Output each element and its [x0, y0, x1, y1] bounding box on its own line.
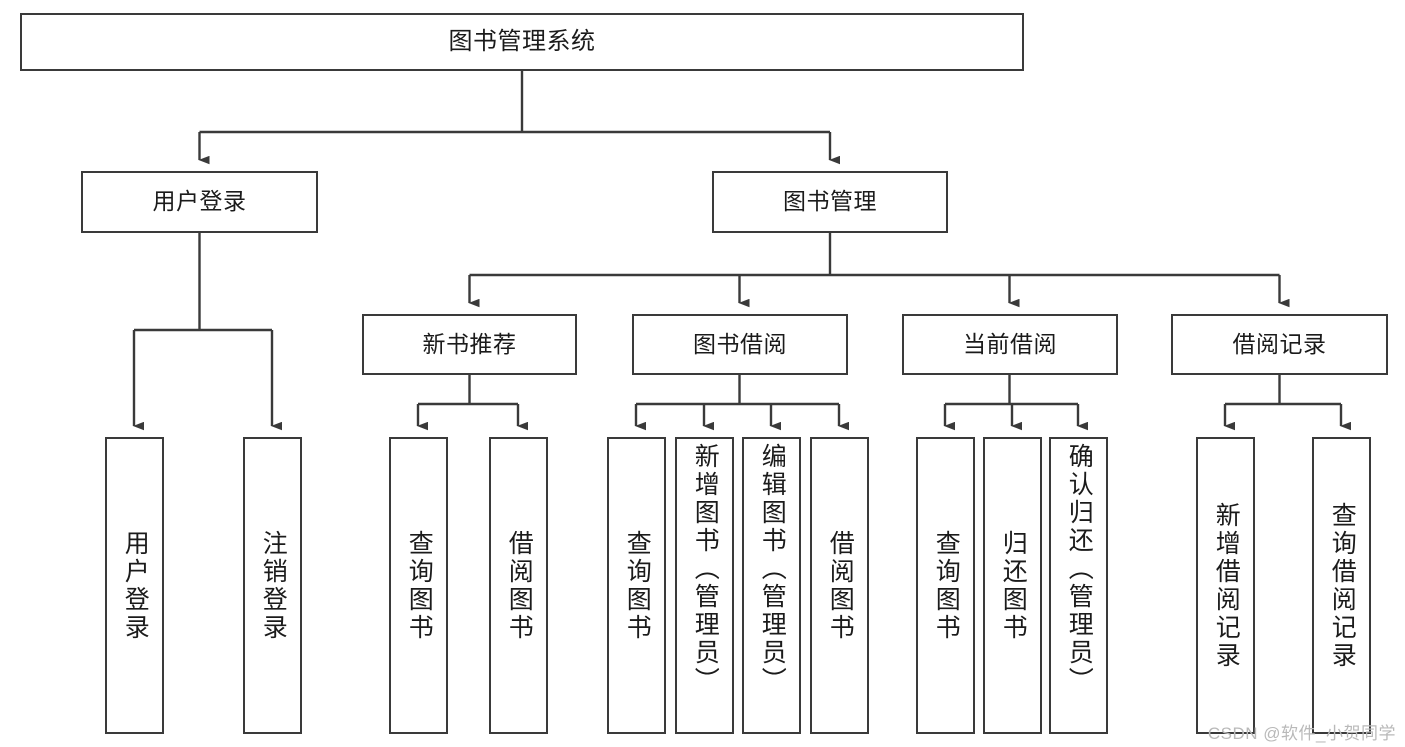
leaf-edit-book[interactable]: 编辑图书（管理员） [742, 437, 801, 734]
leaf-user-logout[interactable]: 注销登录 [243, 437, 302, 734]
node-label: 查询图书 [623, 529, 652, 642]
node-label: 借阅图书 [826, 529, 855, 642]
leaf-user-login[interactable]: 用户登录 [105, 437, 164, 734]
leaf-borrow-book-1[interactable]: 借阅图书 [489, 437, 548, 734]
leaf-query-book-2[interactable]: 查询图书 [607, 437, 666, 734]
node-label: 图书借阅 [693, 330, 787, 357]
node-label: 图书管理系统 [448, 27, 596, 55]
node-current-borrow[interactable]: 当前借阅 [902, 314, 1118, 375]
node-label: 用户登录 [152, 188, 247, 215]
node-book-manage[interactable]: 图书管理 [712, 171, 948, 233]
node-label: 图书管理 [783, 188, 877, 215]
leaf-query-book-3[interactable]: 查询图书 [916, 437, 975, 734]
node-label: 编辑图书（管理员） [758, 443, 787, 695]
leaf-add-record[interactable]: 新增借阅记录 [1196, 437, 1255, 734]
node-label: 用户登录 [121, 529, 150, 642]
node-label: 当前借阅 [963, 330, 1057, 357]
node-new-book-rec[interactable]: 新书推荐 [362, 314, 577, 375]
node-label: 查询图书 [932, 529, 961, 642]
node-label: 查询借阅记录 [1328, 501, 1357, 670]
leaf-borrow-book-2[interactable]: 借阅图书 [810, 437, 869, 734]
leaf-return-book[interactable]: 归还图书 [983, 437, 1042, 734]
leaf-add-book[interactable]: 新增图书（管理员） [675, 437, 734, 734]
node-label: 借阅图书 [505, 529, 534, 642]
node-label: 归还图书 [999, 529, 1028, 642]
node-root[interactable]: 图书管理系统 [20, 13, 1024, 71]
node-label: 注销登录 [259, 529, 288, 642]
leaf-confirm-return[interactable]: 确认归还（管理员） [1049, 437, 1108, 734]
node-label: 借阅记录 [1232, 330, 1327, 357]
leaf-query-book-1[interactable]: 查询图书 [389, 437, 448, 734]
node-label: 查询图书 [405, 529, 434, 642]
node-label: 新书推荐 [422, 330, 517, 357]
leaf-query-record[interactable]: 查询借阅记录 [1312, 437, 1371, 734]
node-book-borrow[interactable]: 图书借阅 [632, 314, 848, 375]
node-label: 新增图书（管理员） [691, 443, 720, 695]
node-borrow-record[interactable]: 借阅记录 [1171, 314, 1388, 375]
node-label: 确认归还（管理员） [1065, 443, 1094, 695]
node-label: 新增借阅记录 [1212, 501, 1241, 670]
node-user-login[interactable]: 用户登录 [81, 171, 318, 233]
